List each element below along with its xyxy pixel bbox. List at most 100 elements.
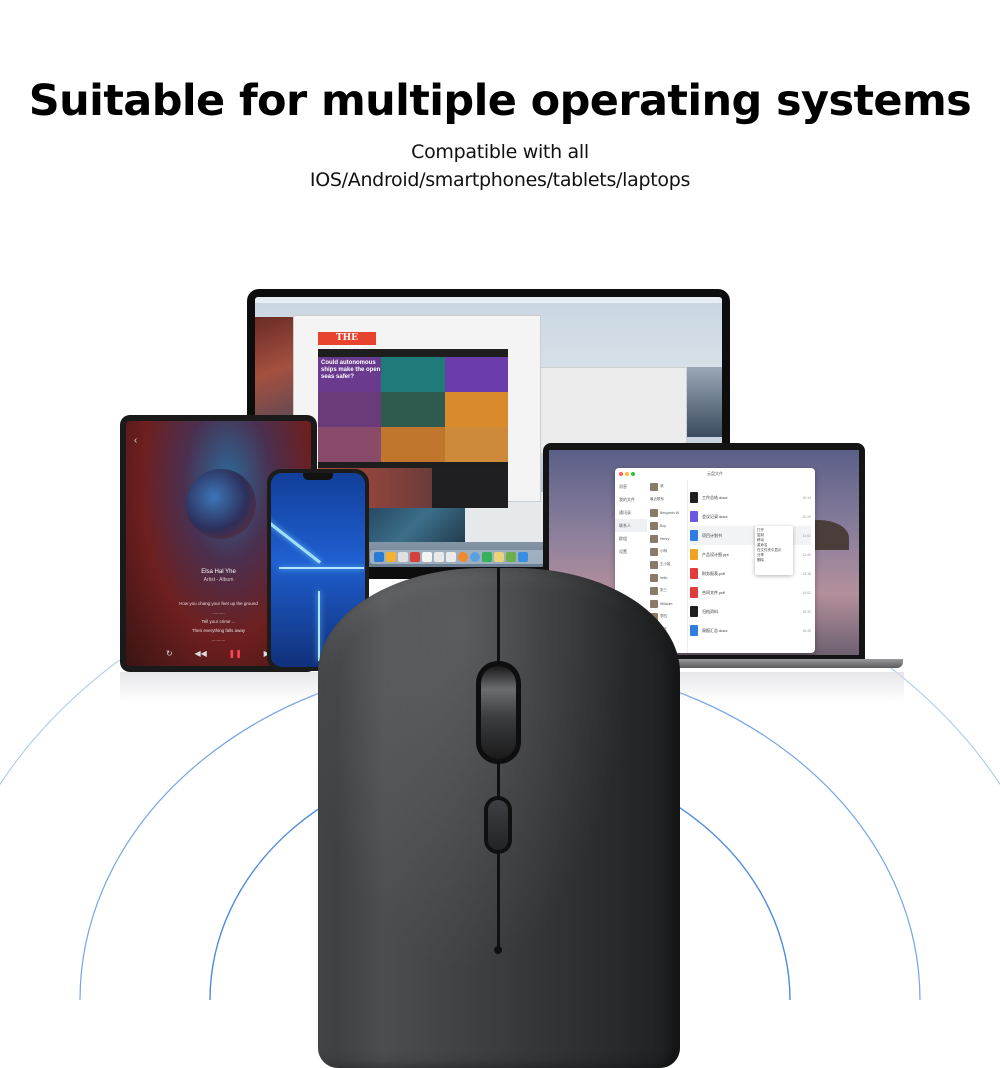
context-menu-item: 重命名: [757, 543, 768, 547]
dock-app-icon: [470, 552, 480, 562]
menu-bar: [255, 297, 722, 303]
sidebar-item: 联系人: [615, 519, 647, 532]
subtitle-line-1: Compatible with all: [411, 141, 589, 163]
window-controls: [619, 472, 635, 476]
previous-icon: ◀◀: [194, 649, 207, 658]
dock-app-icon: [458, 552, 468, 562]
dock-app-icon: [482, 552, 492, 562]
back-icon: ‹: [134, 435, 138, 446]
lyrics: How you chang your feet up the ground ..…: [179, 601, 258, 642]
context-menu: 打开 复制 移动 重命名 在文件夹中显示 分享 删除: [755, 526, 793, 575]
song-artist: Artist - Album: [203, 577, 234, 583]
file-icon: [690, 530, 698, 541]
sidebar-item: 消息: [619, 484, 627, 489]
dock: [370, 550, 554, 564]
dock-app-icon: [374, 552, 384, 562]
contact-item: hello: [647, 571, 687, 584]
dock-app-icon: [410, 552, 420, 562]
dock-app-icon: [446, 552, 456, 562]
light-beam: [279, 567, 364, 569]
context-menu-item: 删除: [757, 558, 764, 562]
file-icon: [690, 606, 698, 617]
laptop-base: [537, 659, 903, 668]
sidebar: 消息 我的文件 通讯录 联系人 群组 设置: [615, 480, 647, 653]
window-title: 云盘文件: [707, 471, 723, 476]
article-tile: [318, 392, 382, 427]
playback-controls: ↻ ◀◀ ❚❚ ▶▶: [166, 649, 276, 658]
context-menu-item: 移动: [757, 538, 764, 542]
subtitle-line-2: IOS/Android/smartphones/tablets/laptops: [309, 169, 691, 191]
article-tile: [381, 357, 445, 392]
file-icon: [690, 492, 698, 503]
avatar: [650, 586, 658, 595]
dock-app-icon: [518, 552, 528, 562]
dock-app-icon: [434, 552, 444, 562]
article-tile: [444, 427, 508, 462]
sidebar-item: 我的文件: [619, 497, 635, 502]
article-tile: [444, 392, 508, 427]
context-menu-item: 复制: [757, 533, 764, 537]
contact-item: 小明: [647, 545, 687, 558]
avatar: [650, 547, 658, 556]
section-bar: [318, 462, 508, 468]
contact-item: Boy: [647, 519, 687, 532]
scroll-wheel: [476, 661, 521, 764]
contact-item: 王小姐: [647, 558, 687, 571]
avatar: [650, 599, 658, 608]
dock-app-icon: [506, 552, 516, 562]
contact-item: 张三: [647, 584, 687, 597]
close-icon: [619, 472, 623, 476]
song-title: Elsa Hal Yhe: [201, 569, 236, 575]
dock-app-icon: [422, 552, 432, 562]
dpi-button: [484, 796, 512, 854]
album-art: [186, 469, 256, 539]
dock-app-icon: [494, 552, 504, 562]
sidebar-item: 设置: [619, 549, 627, 554]
site-logo: THE VERGE: [318, 332, 376, 356]
file-icon: [690, 549, 698, 560]
light-beam: [271, 518, 322, 564]
contact-item: Willaum: [647, 597, 687, 610]
file-icon: [690, 568, 698, 579]
avatar: [650, 508, 658, 517]
context-menu-item: 在文件夹中显示: [757, 548, 782, 552]
article-tile: [444, 357, 508, 392]
avatar: [650, 573, 658, 582]
maximize-icon: [631, 472, 635, 476]
dock-app-icon: [386, 552, 396, 562]
article-tile: Could autonomous ships make the open sea…: [318, 357, 382, 392]
sidebar-item: 群组: [619, 536, 627, 541]
pause-icon: ❚❚: [228, 649, 242, 658]
context-menu-item: 分享: [757, 553, 764, 557]
wallpaper-mountain: [682, 367, 722, 437]
contact-item: 我: [647, 480, 687, 493]
article-grid: Could autonomous ships make the open sea…: [318, 357, 508, 462]
site-nav: [318, 349, 508, 357]
file-icon: [690, 625, 698, 636]
article-tile: [381, 392, 445, 427]
seam-end: [494, 946, 502, 954]
light-beam: [318, 591, 320, 661]
wireless-mouse: [318, 568, 680, 1068]
file-icon: [690, 587, 698, 598]
repeat-icon: ↻: [166, 649, 173, 658]
contact-item: 最近联系: [650, 497, 664, 501]
minimize-icon: [625, 472, 629, 476]
context-menu-item: 打开: [757, 528, 764, 532]
phone-notch: [303, 473, 333, 480]
dock-app-icon: [398, 552, 408, 562]
contact-item: Benjamin W.: [647, 506, 687, 519]
avatar: [650, 521, 658, 530]
avatar: [650, 482, 658, 491]
maps-window: [535, 367, 687, 454]
contact-item: Henry: [647, 532, 687, 545]
page-title: Suitable for multiple operating systems: [28, 76, 972, 126]
article-tile: [381, 427, 445, 462]
file-icon: [690, 511, 698, 522]
